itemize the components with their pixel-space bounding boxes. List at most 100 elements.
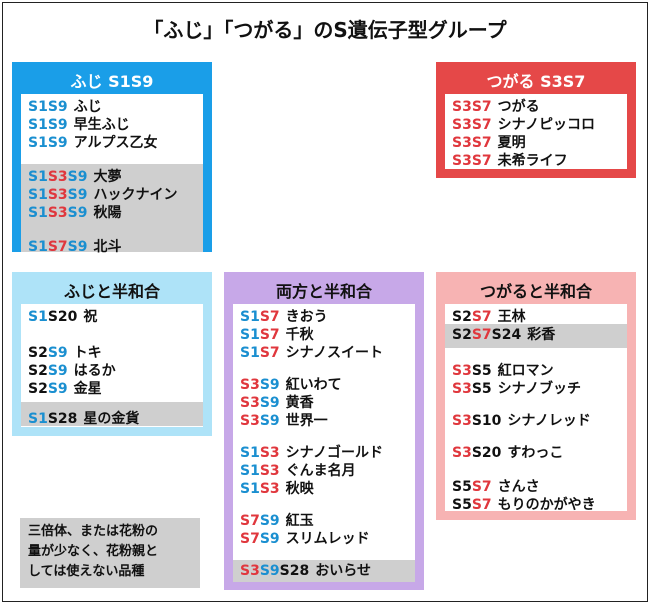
- note-line: しては使えない品種: [28, 564, 145, 579]
- allele-label: S9: [67, 205, 88, 221]
- allele-label: S9: [67, 169, 88, 185]
- allele-label: S20: [47, 309, 78, 325]
- variety-name: シナノスイート: [285, 345, 383, 361]
- variety-name: シナノピッコロ: [497, 117, 595, 133]
- allele-label: S10: [471, 413, 502, 429]
- variety-row: S3S7 つがる: [452, 98, 540, 116]
- variety-name: 未希ライフ: [497, 153, 568, 169]
- allele-label: S1: [240, 309, 260, 325]
- box-tsugaru-half-header: つがると半和合: [479, 282, 592, 301]
- allele-label: S1: [28, 205, 48, 221]
- variety-name: 祝: [83, 309, 98, 325]
- sterile-highlight: [21, 164, 203, 252]
- allele-label: S1: [28, 187, 48, 203]
- allele-label: S2: [452, 309, 472, 325]
- allele-label: S7: [259, 309, 280, 325]
- box-tsugaru: つがる S3S7: [436, 62, 636, 178]
- allele-label: S1: [240, 445, 260, 461]
- allele-label: S3: [47, 187, 68, 203]
- variety-name: 紅いわて: [285, 377, 342, 393]
- variety-name: 北斗: [93, 239, 122, 255]
- box-fuji-body: [21, 94, 203, 252]
- allele-label: S9: [67, 187, 88, 203]
- allele-label: S7: [471, 153, 492, 169]
- variety-name: さんさ: [497, 479, 540, 495]
- allele-label: S3: [452, 99, 472, 115]
- box-tsugaru-half-body: [445, 304, 627, 511]
- allele-label: S1: [28, 239, 48, 255]
- allele-label: S2: [28, 345, 48, 361]
- box-fuji: ふじ S1S9: [12, 62, 212, 252]
- variety-name: 秋陽: [93, 205, 122, 221]
- allele-label: S3: [452, 363, 472, 379]
- allele-label: S9: [47, 117, 68, 133]
- variety-row: S3S10 シナノレッド: [452, 412, 591, 430]
- variety-name: 早生ふじ: [73, 117, 130, 133]
- note-line: 量が少なく、花粉親と: [28, 544, 159, 559]
- variety-name: アルプス乙女: [73, 135, 158, 151]
- variety-name: 紅ロマン: [497, 363, 554, 379]
- variety-name: つがる: [497, 99, 540, 115]
- allele-label: S20: [471, 445, 502, 461]
- variety-name: 星の金貨: [83, 411, 140, 427]
- allele-label: S9: [259, 413, 280, 429]
- allele-label: S7: [471, 309, 492, 325]
- box-tsugaru-header: つがる S3S7: [486, 72, 586, 91]
- allele-label: S1: [240, 327, 260, 343]
- allele-label: S3: [47, 205, 68, 221]
- allele-label: S3: [452, 381, 472, 397]
- variety-name: シナノレッド: [507, 413, 591, 429]
- allele-label: S2: [28, 363, 48, 379]
- sterile-highlight: [21, 402, 203, 426]
- allele-label: S28: [279, 563, 310, 579]
- variety-name: 大夢: [93, 169, 122, 185]
- sterile-legend-note: 三倍体、または花粉の 量が少なく、花粉親と しては使えない品種: [20, 518, 200, 588]
- allele-label: S1: [240, 345, 260, 361]
- box-tsugaru-half: つがると半和合: [436, 272, 636, 520]
- allele-label: S7: [471, 327, 492, 343]
- box-fuji-header: ふじ S1S9: [70, 72, 154, 91]
- sterile-highlight: [233, 560, 415, 582]
- allele-label: S7: [240, 513, 260, 529]
- allele-label: S3: [259, 481, 280, 497]
- allele-label: S3: [240, 563, 260, 579]
- allele-label: S3: [240, 413, 260, 429]
- diagram-title: 「ふじ」「つがる」のS遺伝子型グループ: [143, 18, 507, 42]
- variety-row: S1S3S9 秋陽: [28, 204, 121, 222]
- note-line: 三倍体、または花粉の: [28, 524, 159, 539]
- variety-name: ぐんま名月: [285, 463, 356, 479]
- variety-name: ふじ: [73, 99, 102, 115]
- allele-label: S7: [471, 99, 492, 115]
- box-both-half-body: [233, 304, 415, 582]
- allele-label: S1: [28, 411, 48, 427]
- allele-label: S7: [47, 239, 68, 255]
- allele-label: S3: [452, 413, 472, 429]
- allele-label: S2: [452, 327, 472, 343]
- allele-label: S5: [452, 479, 472, 495]
- allele-label: S9: [259, 395, 280, 411]
- allele-label: S7: [259, 327, 280, 343]
- variety-name: スリムレッド: [285, 531, 370, 547]
- box-both-half: 両方と半和合: [224, 272, 424, 590]
- variety-name: トキ: [73, 345, 102, 361]
- allele-label: S1: [28, 117, 48, 133]
- allele-label: S3: [240, 377, 260, 393]
